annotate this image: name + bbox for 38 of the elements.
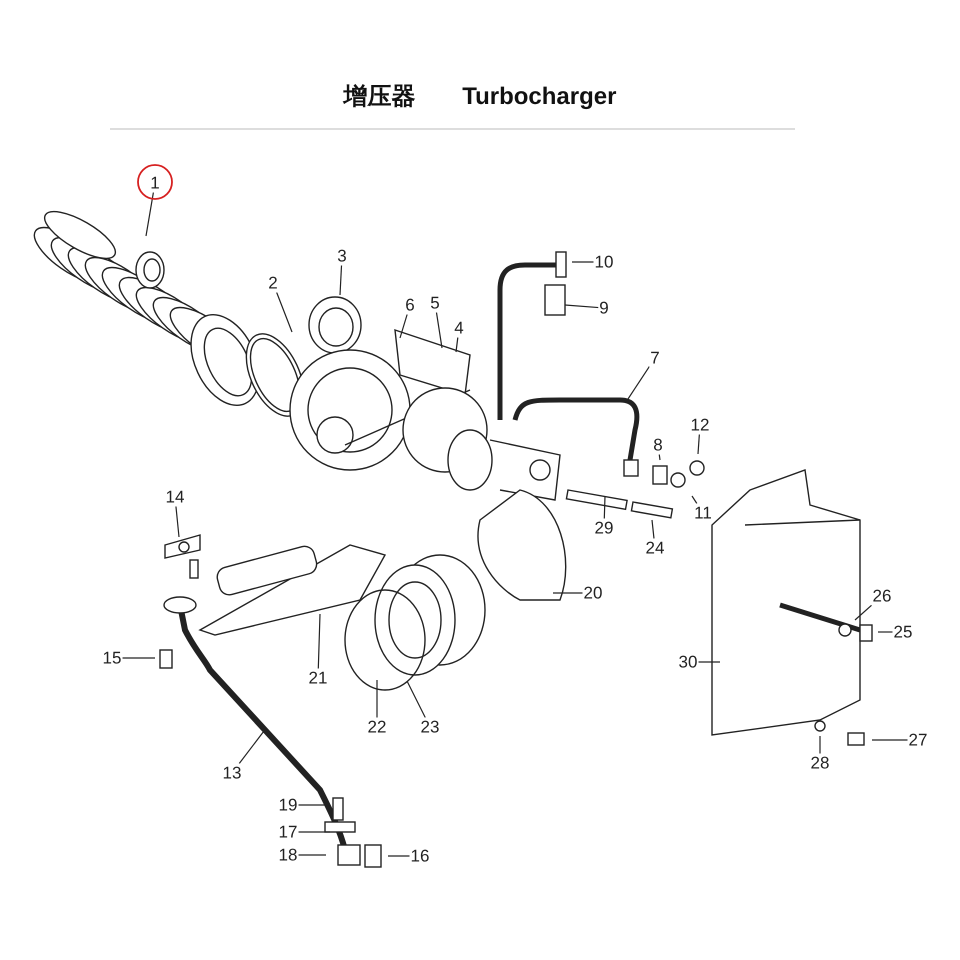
callout-number: 1 xyxy=(149,174,161,192)
leader-line xyxy=(698,661,720,663)
callout-number: 2 xyxy=(267,274,279,292)
callout-number: 8 xyxy=(652,436,664,454)
callout-number: 26 xyxy=(872,586,892,606)
leader-line xyxy=(692,496,698,504)
leader-line xyxy=(564,304,599,308)
leader-line xyxy=(872,739,908,741)
leader-line xyxy=(697,434,700,454)
callout-number: 5 xyxy=(429,294,441,312)
leader-line xyxy=(122,657,155,659)
leader-line xyxy=(298,854,326,856)
callout-number: 4 xyxy=(453,318,465,338)
callout-number: 7 xyxy=(649,348,661,368)
leader-line xyxy=(298,804,325,806)
leader-line xyxy=(399,314,408,338)
leader-line xyxy=(572,261,594,263)
leader-line xyxy=(819,736,821,754)
leader-line xyxy=(298,831,330,833)
leader-line xyxy=(406,680,426,718)
leader-line xyxy=(145,192,154,236)
callout-number: 6 xyxy=(404,296,416,314)
leader-line xyxy=(318,614,321,669)
leader-line xyxy=(658,454,661,460)
leader-line xyxy=(436,312,443,348)
leader-line xyxy=(238,730,264,764)
leader-line xyxy=(854,604,872,620)
leader-line xyxy=(339,265,342,296)
leader-line xyxy=(878,631,892,633)
leader-line xyxy=(388,855,410,857)
leader-line xyxy=(553,592,582,594)
leader-line xyxy=(455,337,458,352)
leader-line xyxy=(604,496,606,519)
leader-line xyxy=(376,680,378,718)
leader-line xyxy=(175,506,180,538)
diagram-title: 增压器 Turbocharger xyxy=(342,82,618,112)
leader-line xyxy=(651,520,655,539)
leader-line xyxy=(276,292,293,332)
